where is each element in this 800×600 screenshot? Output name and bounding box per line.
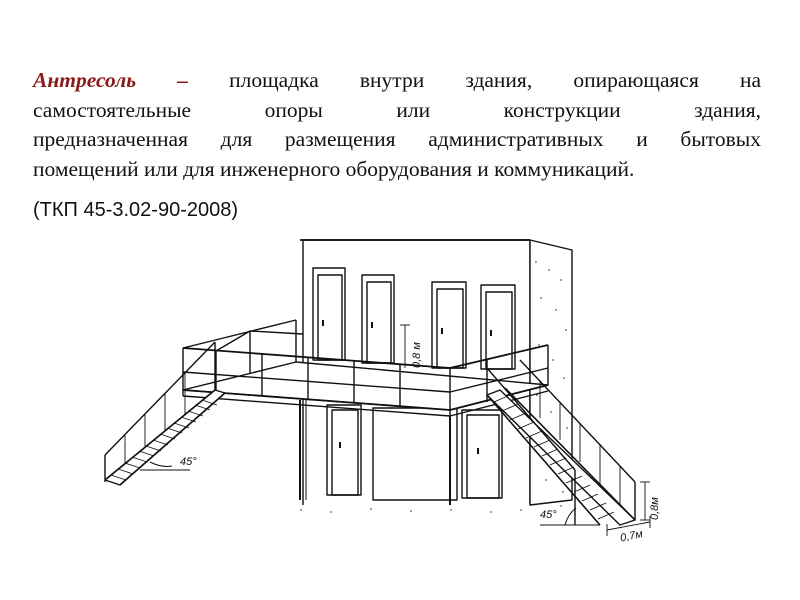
mezzanine-platform [182,361,549,505]
door-upper-4-leaf [485,291,513,370]
front-railing [182,344,549,410]
right-stair-angle-label: 45° [540,509,557,521]
ground-hatching [300,505,562,513]
door-upper-1-leaf [317,274,343,361]
definition-line-1: Антресоль – площадка внутри здания, опир… [33,66,761,96]
center-railing-dimension: 0,8 м [400,324,423,368]
back-left-railing [182,319,304,373]
lower-doors [326,404,503,501]
door-lower-3-leaf [466,414,500,499]
standard-reference: (ТКП 45-3.02-90-2008) [33,199,239,221]
side-wall-hatching [535,261,568,493]
right-stair: 45° 0,7м 0,8м [486,359,661,545]
stair-width-label: 0,7м [619,528,644,545]
right-stair-steps [493,394,615,520]
door-upper-2-leaf [366,281,392,364]
railing-height-right-label: 0,8м [649,497,661,520]
door-upper-3-leaf [436,288,464,369]
left-stair: 45° [104,341,226,486]
door-lower-1-leaf [331,409,359,496]
left-stair-angle-label: 45° [180,456,197,468]
term-antresol: Антресоль [33,68,137,92]
definition-line-2: самостоятельные опоры или конструкции зд… [33,97,761,122]
definition-text: Антресоль – площадка внутри здания, опир… [33,66,761,184]
door-lower-2 [372,407,458,501]
definition-line-4: помещений или для инженерного оборудован… [33,156,635,181]
railing-height-center-label: 0,8 м [411,342,423,368]
definition-line-1-rest: площадка внутри здания, опирающаяся на [229,68,762,92]
definition-line-3: предназначенная для размещения администр… [33,127,761,151]
term-dash: – [177,68,188,92]
left-stair-steps [110,399,218,481]
door-lower-3 [461,409,503,499]
